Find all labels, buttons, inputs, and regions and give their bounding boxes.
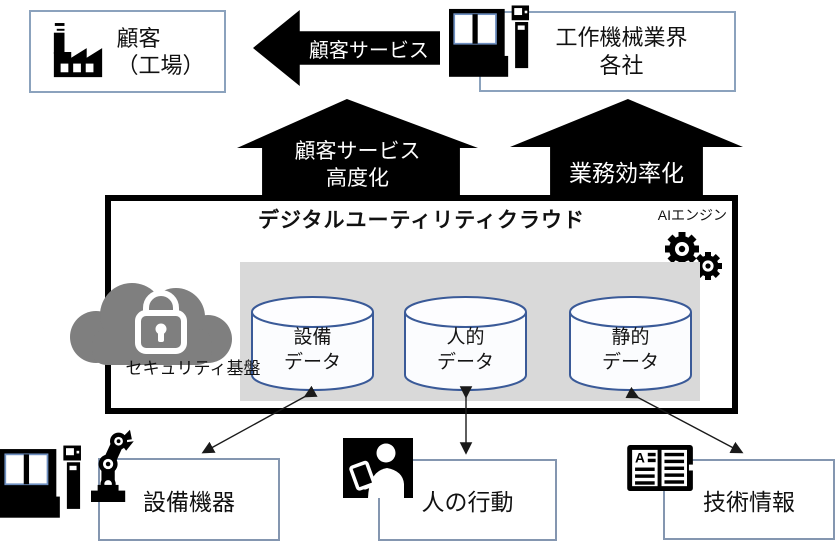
- service-upgrade-line2: 高度化: [326, 167, 389, 190]
- digital-utility-cloud-box: デジタルユーティリティクラウド AIエンジン: [70, 195, 738, 414]
- database-cylinder-icon: [569, 296, 692, 391]
- technical-info-label: 技術情報: [703, 488, 795, 515]
- security-cloud-lock-icon: [70, 283, 232, 365]
- equipment-data-line1: 設備: [293, 327, 332, 348]
- customer-factory-box: 顧客 （工場）: [29, 10, 226, 93]
- human-behavior-label: 人の行動: [421, 489, 514, 515]
- customer-box-line1: 顧客: [116, 25, 161, 51]
- static-data-line1: 静的: [611, 327, 650, 348]
- data-panel: 設備 データ 人的 データ 静的: [240, 262, 700, 401]
- book-letter: A: [635, 451, 645, 466]
- service-upgrade-line1: 顧客サービス: [294, 140, 421, 163]
- robot-arm-icon: [91, 429, 134, 502]
- database-cylinder-icon: [251, 296, 374, 391]
- static-data-cylinder: 静的 データ: [568, 295, 693, 392]
- technical-info-box: 技術情報: [663, 459, 835, 540]
- customer-service-arrow: 顧客サービス: [253, 10, 440, 86]
- gears-icon: [665, 232, 722, 291]
- equipment-box: 設備機器: [98, 458, 280, 541]
- industry-box-line2: 各社: [599, 52, 644, 78]
- human-data-cylinder: 人的 データ: [403, 295, 528, 392]
- ai-engine-label: AIエンジン: [657, 207, 727, 223]
- person-reading-icon: [343, 438, 413, 498]
- database-cylinder-icon: [404, 296, 527, 391]
- static-data-line2: データ: [601, 352, 659, 373]
- efficiency-arrow-label: 業務効率化: [569, 160, 684, 186]
- customer-service-arrow-label: 顧客サービス: [308, 39, 429, 62]
- efficiency-arrow: 業務効率化: [510, 99, 743, 195]
- factory-icon: [54, 22, 103, 77]
- human-data-line1: 人的: [446, 327, 485, 348]
- equipment-box-label: 設備機器: [143, 488, 235, 515]
- open-book-icon: A: [627, 445, 694, 492]
- machine-tool-icon: [0, 445, 81, 518]
- equipment-data-line2: データ: [283, 352, 341, 373]
- cloud-box-title: デジタルユーティリティクラウド: [257, 209, 586, 232]
- security-base-label: セキュリティ基盤: [125, 359, 261, 378]
- machine-tool-icon: [449, 5, 530, 77]
- industry-box-line1: 工作機械業界: [555, 24, 688, 50]
- customer-box-line2: （工場）: [116, 52, 205, 78]
- service-upgrade-arrow: 顧客サービス 高度化: [237, 99, 478, 195]
- human-data-line2: データ: [436, 352, 494, 373]
- equipment-data-cylinder: 設備 データ: [250, 295, 375, 392]
